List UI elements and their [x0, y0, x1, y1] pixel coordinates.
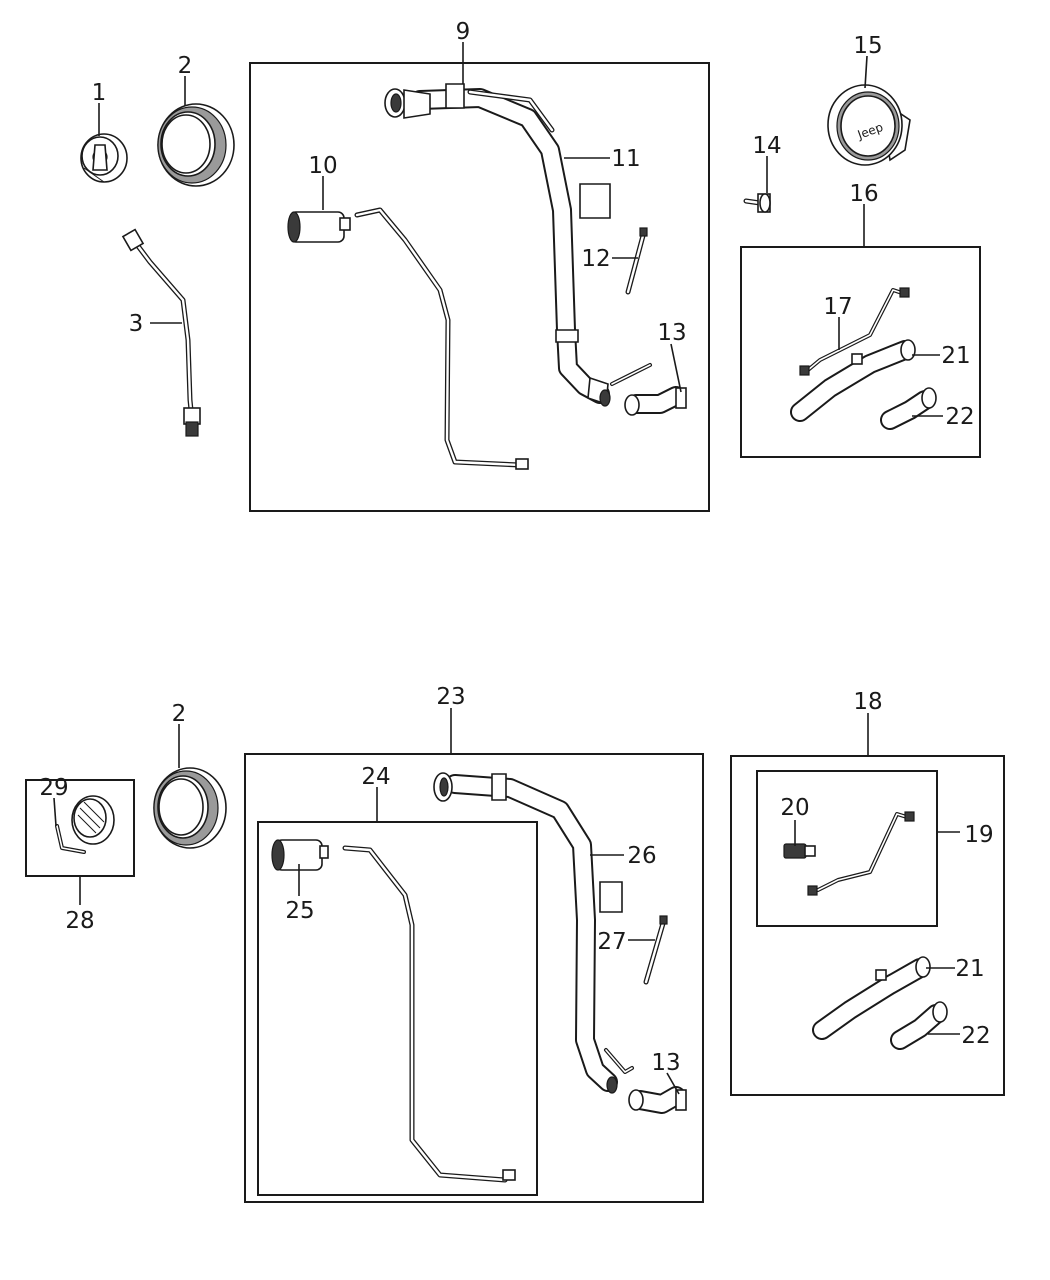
callout-13: 13 — [657, 320, 686, 346]
part-3-wire-harness — [121, 228, 201, 437]
callout-2: 2 — [178, 53, 193, 79]
box-24-vent-assembly — [257, 821, 538, 1196]
part-11-filler-pipe — [384, 83, 652, 407]
part-2-filler-housing — [157, 103, 235, 187]
box-23-filler-tube-assembly — [244, 753, 704, 1203]
callout-21: 21 — [941, 343, 970, 369]
callout-10: 10 — [308, 153, 337, 179]
box-16-filler-kit — [740, 246, 981, 458]
part-10-vent-canister — [287, 207, 529, 470]
box-9-filler-tube-assembly — [249, 62, 710, 512]
callout-28: 28 — [65, 908, 94, 934]
callout-24: 24 — [361, 764, 390, 790]
callout-22-lower: 22 — [961, 1023, 990, 1049]
callout-16: 16 — [849, 181, 878, 207]
part-13-hose-lower — [628, 1086, 687, 1114]
callout-18: 18 — [853, 689, 882, 715]
part-21-filler-neck — [790, 339, 916, 422]
part-27-tie-strap — [643, 915, 668, 985]
callout-17: 17 — [823, 294, 852, 320]
callout-1: 1 — [92, 80, 107, 106]
part-1-fuel-cap — [80, 133, 128, 183]
part-15-fuel-door: Jeep — [827, 84, 911, 166]
part-26-filler-pipe — [433, 772, 634, 1094]
box-19-harness-kit — [756, 770, 938, 927]
part-21-filler-neck-lower — [812, 956, 931, 1040]
callout-25: 25 — [285, 898, 314, 924]
callout-3: 3 — [129, 311, 144, 337]
callout-23: 23 — [436, 684, 465, 710]
callout-20: 20 — [780, 795, 809, 821]
part-17-harness — [799, 287, 910, 376]
callout-21-lower: 21 — [955, 956, 984, 982]
part-22-hose — [880, 387, 937, 430]
leader-lines — [53, 42, 960, 1095]
callout-29: 29 — [39, 775, 68, 801]
callout-14: 14 — [752, 133, 781, 159]
callout-22: 22 — [945, 404, 974, 430]
part-19-harness — [807, 811, 915, 896]
part-24-vent-line — [342, 845, 516, 1183]
part-14-bolt — [743, 193, 771, 213]
callout-labels: 1 2 3 9 10 11 12 13 14 15 16 17 21 22 2 … — [39, 19, 993, 1076]
part-22-hose-lower — [890, 1001, 948, 1050]
callout-11: 11 — [611, 146, 640, 172]
callout-26: 26 — [627, 843, 656, 869]
callout-27: 27 — [597, 929, 626, 955]
callout-12: 12 — [581, 246, 610, 272]
callout-19: 19 — [964, 822, 993, 848]
callout-15: 15 — [853, 33, 882, 59]
callout-13-lower: 13 — [651, 1050, 680, 1076]
callout-9: 9 — [456, 19, 471, 45]
part-25-vent-canister — [271, 839, 329, 871]
part-20-sensor — [783, 843, 816, 859]
part-2-filler-housing-lower — [153, 767, 227, 849]
part-12-tie-strap — [625, 227, 648, 295]
part-13-hose — [624, 386, 687, 416]
part-29-fuel-cap-tether — [55, 795, 115, 854]
callout-2-lower: 2 — [172, 701, 187, 727]
